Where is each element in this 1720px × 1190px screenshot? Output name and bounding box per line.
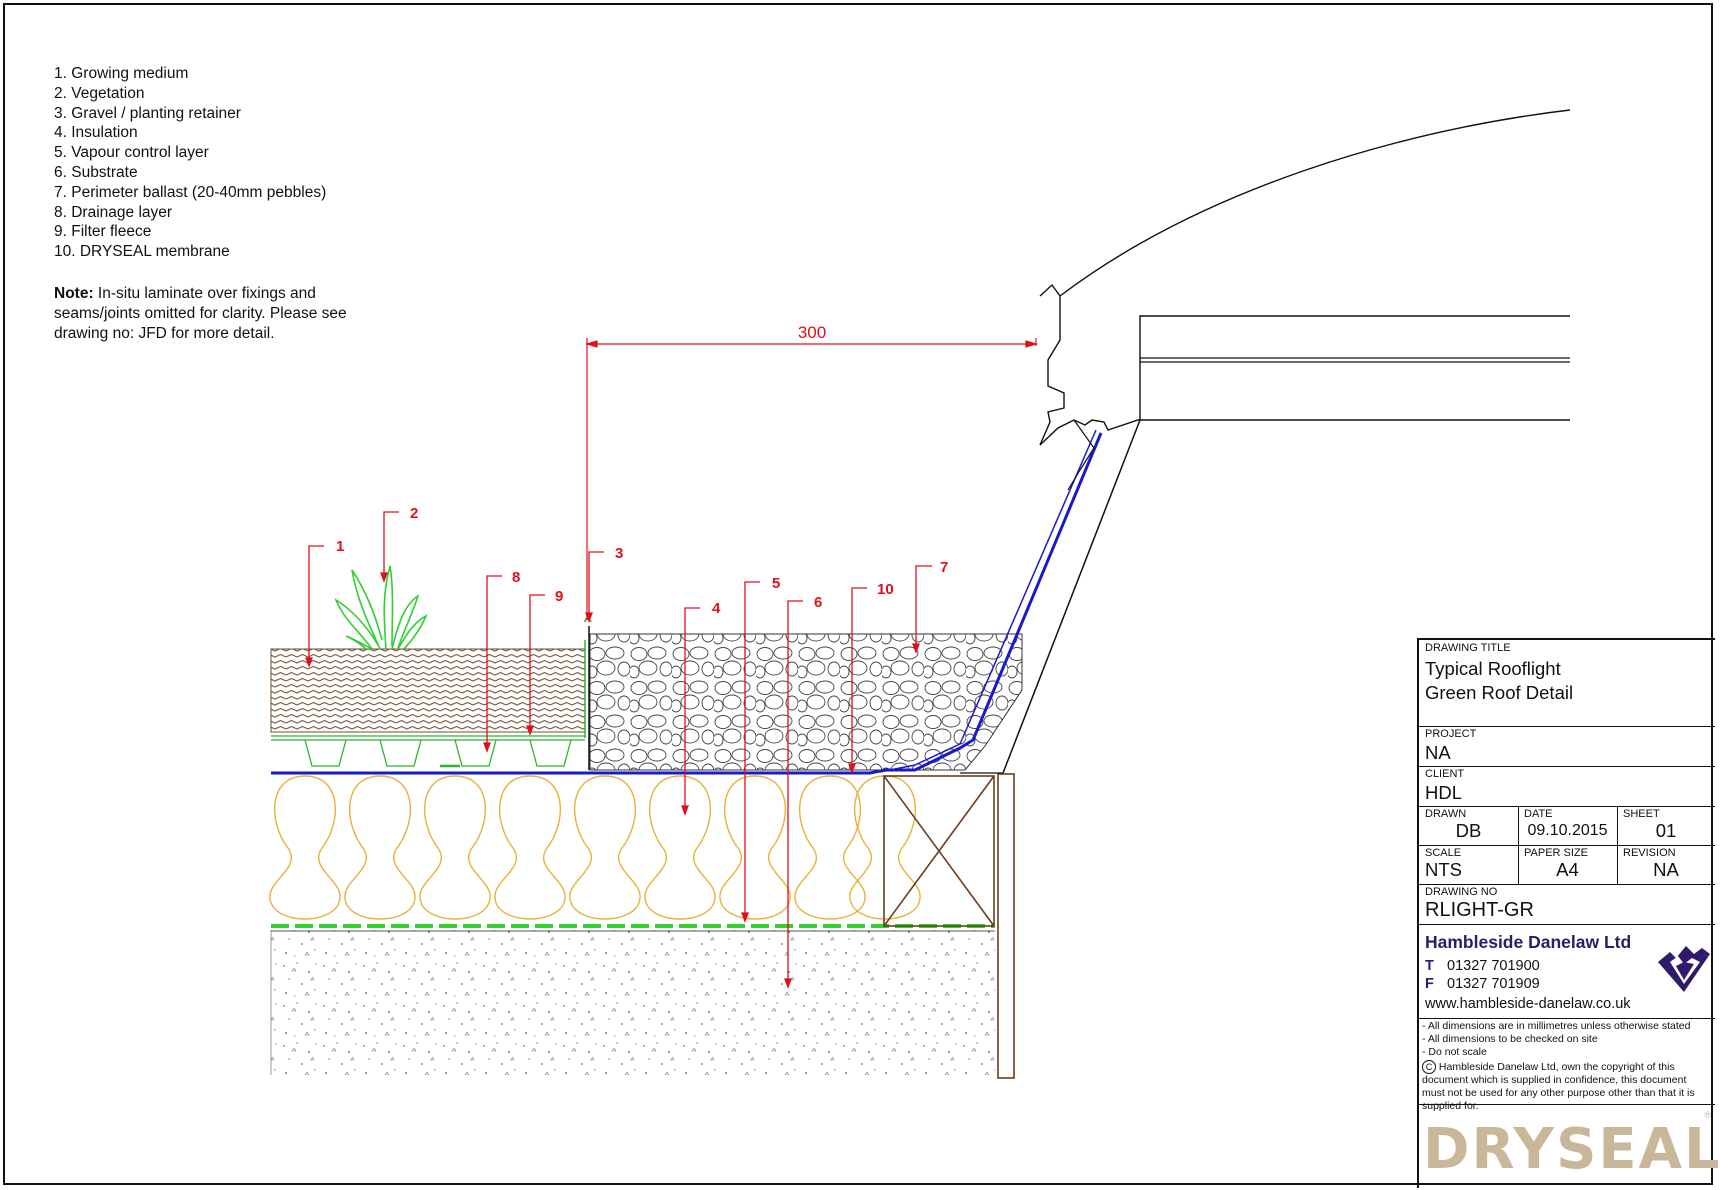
vegetation-plant [334, 565, 428, 650]
sheet-value: 01 [1655, 820, 1677, 841]
title-block-row-drawn: DRAWN DB DATE 09.10.2015 SHEET 01 [1419, 806, 1715, 846]
title-block-row-scale: SCALE NTS PAPER SIZE A4 REVISION NA [1419, 845, 1715, 885]
legend-item: 8. Drainage layer [54, 203, 173, 221]
legend-item: 3. Gravel / planting retainer [54, 104, 241, 122]
callout-4: 4 [712, 600, 721, 617]
dryseal-logo: DRYSEAL ® [1419, 1104, 1720, 1188]
paper-size-value: A4 [1556, 859, 1579, 880]
callout-leader-7 [912, 565, 932, 654]
fax-value: 01327 701909 [1447, 976, 1540, 992]
callout-leader-10 [848, 587, 867, 774]
callout-leader-8 [483, 575, 502, 753]
substrate-deck [271, 930, 995, 1075]
note-line: - All dimensions are in millimetres unle… [1422, 1020, 1691, 1032]
revision-label: REVISION [1623, 847, 1676, 859]
legend-item: 4. Insulation [54, 124, 138, 142]
legend-item: 2. Vegetation [54, 84, 145, 102]
rooflight-frame [1039, 283, 1140, 446]
perimeter-ballast [589, 633, 1023, 771]
sheet-label: SHEET [1623, 808, 1660, 820]
drainage-layer [271, 735, 585, 768]
callout-leader-2 [380, 511, 399, 583]
drawing-frame [3, 3, 1713, 1185]
dryseal-membrane [271, 432, 1103, 775]
note-line: - Do not scale [1422, 1046, 1487, 1058]
callout-7: 7 [940, 559, 948, 576]
dimension-label: 300 [798, 323, 826, 342]
title-block-project: PROJECT NA [1419, 726, 1715, 767]
drawing-no-value: RLIGHT-GR [1425, 899, 1534, 921]
scale-value: NTS [1425, 859, 1462, 880]
note-label: Note: [54, 285, 94, 302]
tel-value: 01327 701900 [1447, 958, 1540, 974]
tel-label: T [1425, 958, 1434, 974]
title-block-drawing-no: DRAWING NO RLIGHT-GR [1419, 884, 1715, 925]
callout-leader-1 [305, 545, 324, 668]
callout-leader-3 [585, 551, 604, 623]
legend-list: 1. Growing medium 2. Vegetation 3. Grave… [54, 64, 326, 262]
drawing-title-line-1: Typical Rooflight [1425, 658, 1561, 679]
title-block-client: CLIENT HDL [1419, 766, 1715, 807]
callout-2: 2 [410, 505, 418, 522]
dryseal-logo-text: DRYSEAL [1423, 1117, 1720, 1182]
registered-mark-icon: ® [1704, 1110, 1711, 1120]
note-text: Note: In-situ laminate over fixings and … [54, 284, 354, 343]
legend-item: 10. DRYSEAL membrane [54, 243, 230, 261]
paper-size-label: PAPER SIZE [1524, 847, 1588, 859]
callout-8: 8 [512, 569, 520, 586]
growing-medium [270, 648, 586, 733]
note-line: - All dimensions to be checked on site [1422, 1033, 1598, 1045]
fax-label: F [1425, 976, 1434, 992]
date-label: DATE [1524, 808, 1553, 820]
client-label: CLIENT [1425, 768, 1465, 780]
callout-leader-5 [741, 581, 760, 923]
drawing-no-label: DRAWING NO [1425, 886, 1498, 898]
drawing-title-line-2: Green Roof Detail [1425, 682, 1574, 703]
legend-item: 6. Substrate [54, 163, 138, 181]
date-value: 09.10.2015 [1527, 822, 1608, 839]
scale-label: SCALE [1425, 847, 1462, 859]
legend-item: 9. Filter fleece [54, 223, 152, 241]
dimension-300 [584, 338, 1039, 620]
legend-item: 5. Vapour control layer [54, 144, 209, 162]
website-link[interactable]: www.hambleside-danelaw.co.uk [1425, 996, 1631, 1012]
revision-value: NA [1653, 859, 1679, 880]
legend-item: 7. Perimeter ballast (20-40mm pebbles) [54, 183, 327, 201]
callout-leaders [305, 511, 932, 989]
callout-10: 10 [877, 581, 894, 598]
callout-leader-4 [681, 607, 700, 816]
title-block-drawing-title: DRAWING TITLE Typical Rooflight Green Ro… [1419, 640, 1715, 727]
company-logo-icon [1658, 946, 1710, 992]
callout-9: 9 [555, 588, 563, 605]
title-block-notes: - All dimensions are in millimetres unle… [1419, 1018, 1715, 1112]
copyright-text: Hambleside Danelaw Ltd, own the copyrigh… [1422, 1060, 1695, 1112]
callout-1: 1 [336, 538, 344, 555]
project-value: NA [1425, 742, 1451, 763]
project-label: PROJECT [1425, 728, 1477, 740]
company-name: Hambleside Danelaw Ltd [1425, 932, 1632, 952]
callout-5: 5 [772, 575, 780, 592]
legend-item: 1. Growing medium [54, 65, 189, 82]
drawn-label: DRAWN [1425, 808, 1467, 820]
client-value: HDL [1425, 782, 1463, 803]
callout-6: 6 [814, 594, 822, 611]
copyright-icon: C [1422, 1060, 1436, 1074]
callout-leader-6 [784, 600, 803, 989]
callout-leader-9 [526, 594, 545, 736]
note-body: In-situ laminate over fixings and seams/… [54, 285, 347, 342]
upstand [1002, 419, 1141, 774]
callout-3: 3 [615, 545, 623, 562]
title-block-company: Hambleside Danelaw Ltd T 01327 701900 F … [1419, 924, 1715, 1019]
drawn-value: DB [1455, 820, 1482, 841]
title-block: DRAWING TITLE Typical Rooflight Green Ro… [1417, 638, 1720, 1188]
drawing-title-label: DRAWING TITLE [1425, 642, 1511, 654]
insulation-layer [269, 775, 921, 920]
timber-kerb [883, 773, 1015, 1079]
